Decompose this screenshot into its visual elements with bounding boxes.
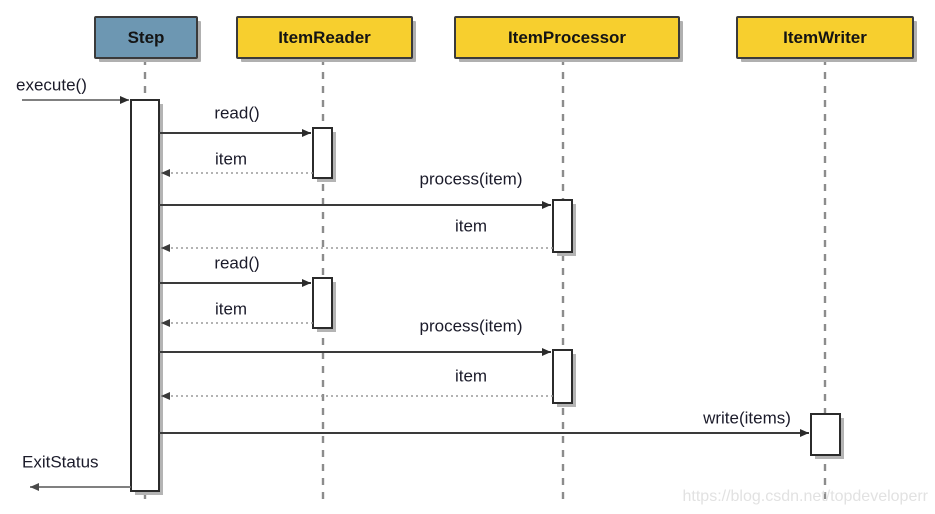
- participant-item-reader-box[interactable]: [236, 16, 413, 59]
- message-read-1-label: read(): [214, 103, 259, 122]
- participant-item-writer-box[interactable]: [736, 16, 914, 59]
- participant-step[interactable]: Step: [94, 16, 201, 62]
- activation-read-2: [312, 277, 336, 332]
- participant-item-processor-label: ItemProcessor: [508, 28, 626, 47]
- message-process-1[interactable]: process(item): [159, 169, 551, 209]
- message-item-return-2-label: item: [455, 216, 487, 235]
- activation-step: [130, 99, 163, 495]
- participant-item-reader-label: ItemReader: [278, 28, 371, 47]
- message-item-return-1[interactable]: item: [161, 149, 313, 177]
- messages-layer: execute() read() item process(item) item: [16, 75, 809, 491]
- participant-item-writer-label: ItemWriter: [783, 28, 867, 47]
- message-read-2[interactable]: read(): [159, 253, 311, 287]
- watermark-text: https://blog.csdn.net/topdeveloperr: [683, 488, 929, 505]
- participant-item-writer[interactable]: ItemWriter: [736, 16, 917, 62]
- participant-step-label: Step: [128, 28, 165, 47]
- activations-layer: [130, 99, 844, 495]
- participant-boxes-layer: Step ItemReader ItemProcessor ItemWriter: [94, 16, 917, 62]
- message-write-label: write(items): [702, 408, 791, 427]
- message-exit-status-label: ExitStatus: [22, 452, 99, 471]
- participant-item-processor[interactable]: ItemProcessor: [454, 16, 683, 62]
- message-read-1[interactable]: read(): [159, 103, 311, 137]
- message-item-return-3[interactable]: item: [161, 299, 313, 327]
- message-item-return-1-label: item: [215, 149, 247, 168]
- message-exit-status[interactable]: ExitStatus: [22, 452, 131, 491]
- message-item-return-2[interactable]: item: [161, 216, 553, 252]
- message-read-2-label: read(): [214, 253, 259, 272]
- participant-item-reader[interactable]: ItemReader: [236, 16, 416, 62]
- message-execute-label: execute(): [16, 75, 87, 94]
- message-execute[interactable]: execute(): [16, 75, 129, 104]
- message-process-2[interactable]: process(item): [159, 316, 551, 356]
- activation-write-1: [810, 413, 844, 459]
- message-item-return-3-label: item: [215, 299, 247, 318]
- message-process-1-label: process(item): [420, 169, 523, 188]
- message-item-return-4-label: item: [455, 366, 487, 385]
- watermark: https://blog.csdn.net/topdeveloperr: [683, 488, 929, 505]
- participant-item-processor-box[interactable]: [454, 16, 680, 59]
- message-write[interactable]: write(items): [159, 408, 809, 437]
- participant-step-box[interactable]: [94, 16, 198, 59]
- activation-process-2: [552, 349, 576, 407]
- activation-process-1: [552, 199, 576, 256]
- activation-read-1: [312, 127, 336, 182]
- message-item-return-4[interactable]: item: [161, 366, 553, 400]
- message-process-2-label: process(item): [420, 316, 523, 335]
